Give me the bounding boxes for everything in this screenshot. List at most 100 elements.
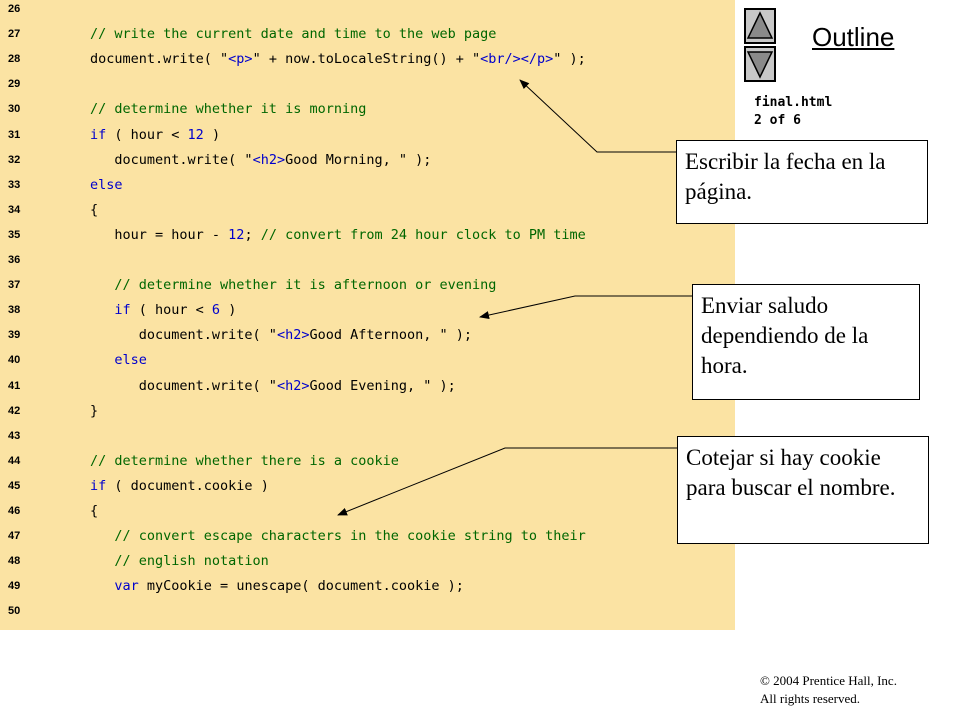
copyright-notice: © 2004 Prentice Hall, Inc. All rights re… bbox=[760, 672, 950, 708]
code-line: 32 document.write( "<h2>Good Morning, " … bbox=[0, 148, 735, 173]
code-line: 41 document.write( "<h2>Good Evening, " … bbox=[0, 374, 735, 399]
code-token: } bbox=[90, 402, 99, 419]
code-token: document.write( " bbox=[90, 151, 253, 168]
code-token: else bbox=[90, 176, 123, 193]
code-token: " + now.toLocaleString() + " bbox=[252, 51, 481, 68]
line-number: 30 bbox=[8, 103, 21, 116]
code-line: 46 { bbox=[0, 499, 735, 524]
code-token: Good Afternoon, " ); bbox=[309, 327, 473, 344]
page-counter: 2 of 6 bbox=[754, 113, 801, 128]
code-token: Good Evening, " ); bbox=[309, 377, 456, 394]
code-text: } bbox=[90, 399, 98, 424]
callout-greeting: Enviar saludo dependiendo de la hora. bbox=[692, 284, 920, 400]
code-text: { bbox=[90, 198, 98, 223]
code-text: document.write( "<h2>Good Afternoon, " )… bbox=[90, 323, 472, 348]
code-text: document.write( "<p>" + now.toLocaleStri… bbox=[90, 47, 586, 72]
code-line: 47 // convert escape characters in the c… bbox=[0, 524, 735, 549]
line-number: 43 bbox=[8, 429, 21, 442]
line-number: 46 bbox=[8, 505, 21, 517]
line-number: 49 bbox=[8, 580, 21, 593]
code-line: 34 { bbox=[0, 198, 735, 223]
code-token: ( document.cookie ) bbox=[106, 477, 269, 494]
callout-cookie: Cotejar si hay cookie para buscar el nom… bbox=[677, 436, 929, 544]
code-token: if bbox=[90, 126, 107, 143]
code-text: { bbox=[90, 499, 98, 524]
code-token: else bbox=[90, 352, 147, 369]
code-line: 37 // determine whether it is afternoon … bbox=[0, 273, 735, 298]
code-token: Good Morning, " ); bbox=[285, 151, 432, 168]
file-name: final.html bbox=[754, 95, 833, 110]
code-line: 35 hour = hour - 12; // convert from 24 … bbox=[0, 223, 735, 248]
arrow-greeting bbox=[479, 295, 692, 319]
code-token: ) bbox=[220, 302, 237, 319]
code-text: if ( hour < 12 ) bbox=[90, 123, 220, 148]
code-token: var bbox=[90, 578, 139, 595]
line-number: 32 bbox=[8, 153, 21, 166]
code-token: { bbox=[90, 503, 99, 519]
code-token: ( hour < bbox=[106, 126, 188, 143]
code-token: document.write( " bbox=[90, 51, 229, 68]
code-text: // convert escape characters in the cook… bbox=[90, 524, 585, 549]
code-text: // determine whether it is afternoon or … bbox=[90, 273, 496, 298]
triangle-down-icon bbox=[746, 51, 774, 79]
line-number: 47 bbox=[8, 530, 21, 543]
code-line: 42} bbox=[0, 399, 735, 424]
line-number: 26 bbox=[8, 3, 21, 15]
code-text: // determine whether there is a cookie bbox=[90, 449, 399, 474]
code-line: 38 if ( hour < 6 ) bbox=[0, 298, 735, 323]
code-token: // convert from 24 hour clock to PM time bbox=[260, 226, 586, 243]
code-token: <h2> bbox=[252, 151, 286, 168]
line-number: 27 bbox=[8, 28, 21, 41]
code-token: <h2> bbox=[276, 327, 310, 344]
line-number: 50 bbox=[8, 605, 21, 618]
code-token: document.write( " bbox=[90, 327, 277, 344]
code-token: " ); bbox=[553, 51, 586, 68]
code-token: 12 bbox=[187, 126, 204, 143]
arrow-date bbox=[519, 79, 676, 153]
code-token: hour = hour - bbox=[90, 226, 229, 243]
code-text: // write the current date and time to th… bbox=[90, 22, 496, 47]
code-token: if bbox=[90, 477, 107, 494]
code-token: if bbox=[90, 302, 131, 319]
code-text: var myCookie = unescape( document.cookie… bbox=[90, 574, 464, 599]
copyright-line: © 2004 Prentice Hall, Inc. bbox=[760, 673, 897, 688]
code-token: ) bbox=[203, 126, 221, 143]
callout-date: Escribir la fecha en la página. bbox=[676, 140, 928, 224]
rights-line: All rights reserved. bbox=[760, 691, 861, 706]
code-listing: 26 27 // write the current date and time t… bbox=[0, 0, 735, 630]
outline-link[interactable]: Outline bbox=[812, 22, 895, 52]
previous-slide-button[interactable] bbox=[744, 8, 776, 44]
code-line: 43 bbox=[0, 424, 735, 449]
line-number: 41 bbox=[8, 379, 21, 392]
code-token: ; bbox=[244, 226, 261, 243]
code-line: 40 else bbox=[0, 348, 735, 373]
code-line: 50 bbox=[0, 599, 735, 624]
code-token: document.write( " bbox=[90, 377, 277, 394]
triangle-up-icon bbox=[746, 11, 774, 39]
code-line: 36 bbox=[0, 248, 735, 273]
line-number: 48 bbox=[8, 555, 21, 568]
arrow-cookie bbox=[337, 447, 677, 516]
code-line: 44// determine whether there is a cookie bbox=[0, 449, 735, 474]
code-text: hour = hour - 12; // convert from 24 hou… bbox=[90, 223, 586, 248]
code-line: 39 document.write( "<h2>Good Afternoon, … bbox=[0, 323, 735, 348]
line-number: 38 bbox=[8, 304, 21, 317]
code-line: 27 // write the current date and time to … bbox=[0, 22, 735, 47]
line-number: 35 bbox=[8, 228, 21, 241]
code-token: 12 bbox=[228, 226, 245, 243]
code-text: document.write( "<h2>Good Evening, " ); bbox=[90, 374, 456, 399]
code-line: 49 var myCookie = unescape( document.coo… bbox=[0, 574, 735, 599]
next-slide-button[interactable] bbox=[744, 46, 776, 82]
line-number: 34 bbox=[8, 203, 21, 216]
code-token: { bbox=[90, 201, 99, 218]
code-text: else bbox=[90, 173, 123, 198]
code-token: // english notation bbox=[90, 553, 269, 570]
code-token: ( hour < bbox=[130, 302, 212, 319]
code-token: <h2> bbox=[276, 377, 310, 394]
code-text: else bbox=[90, 348, 147, 373]
line-number: 36 bbox=[8, 254, 21, 266]
